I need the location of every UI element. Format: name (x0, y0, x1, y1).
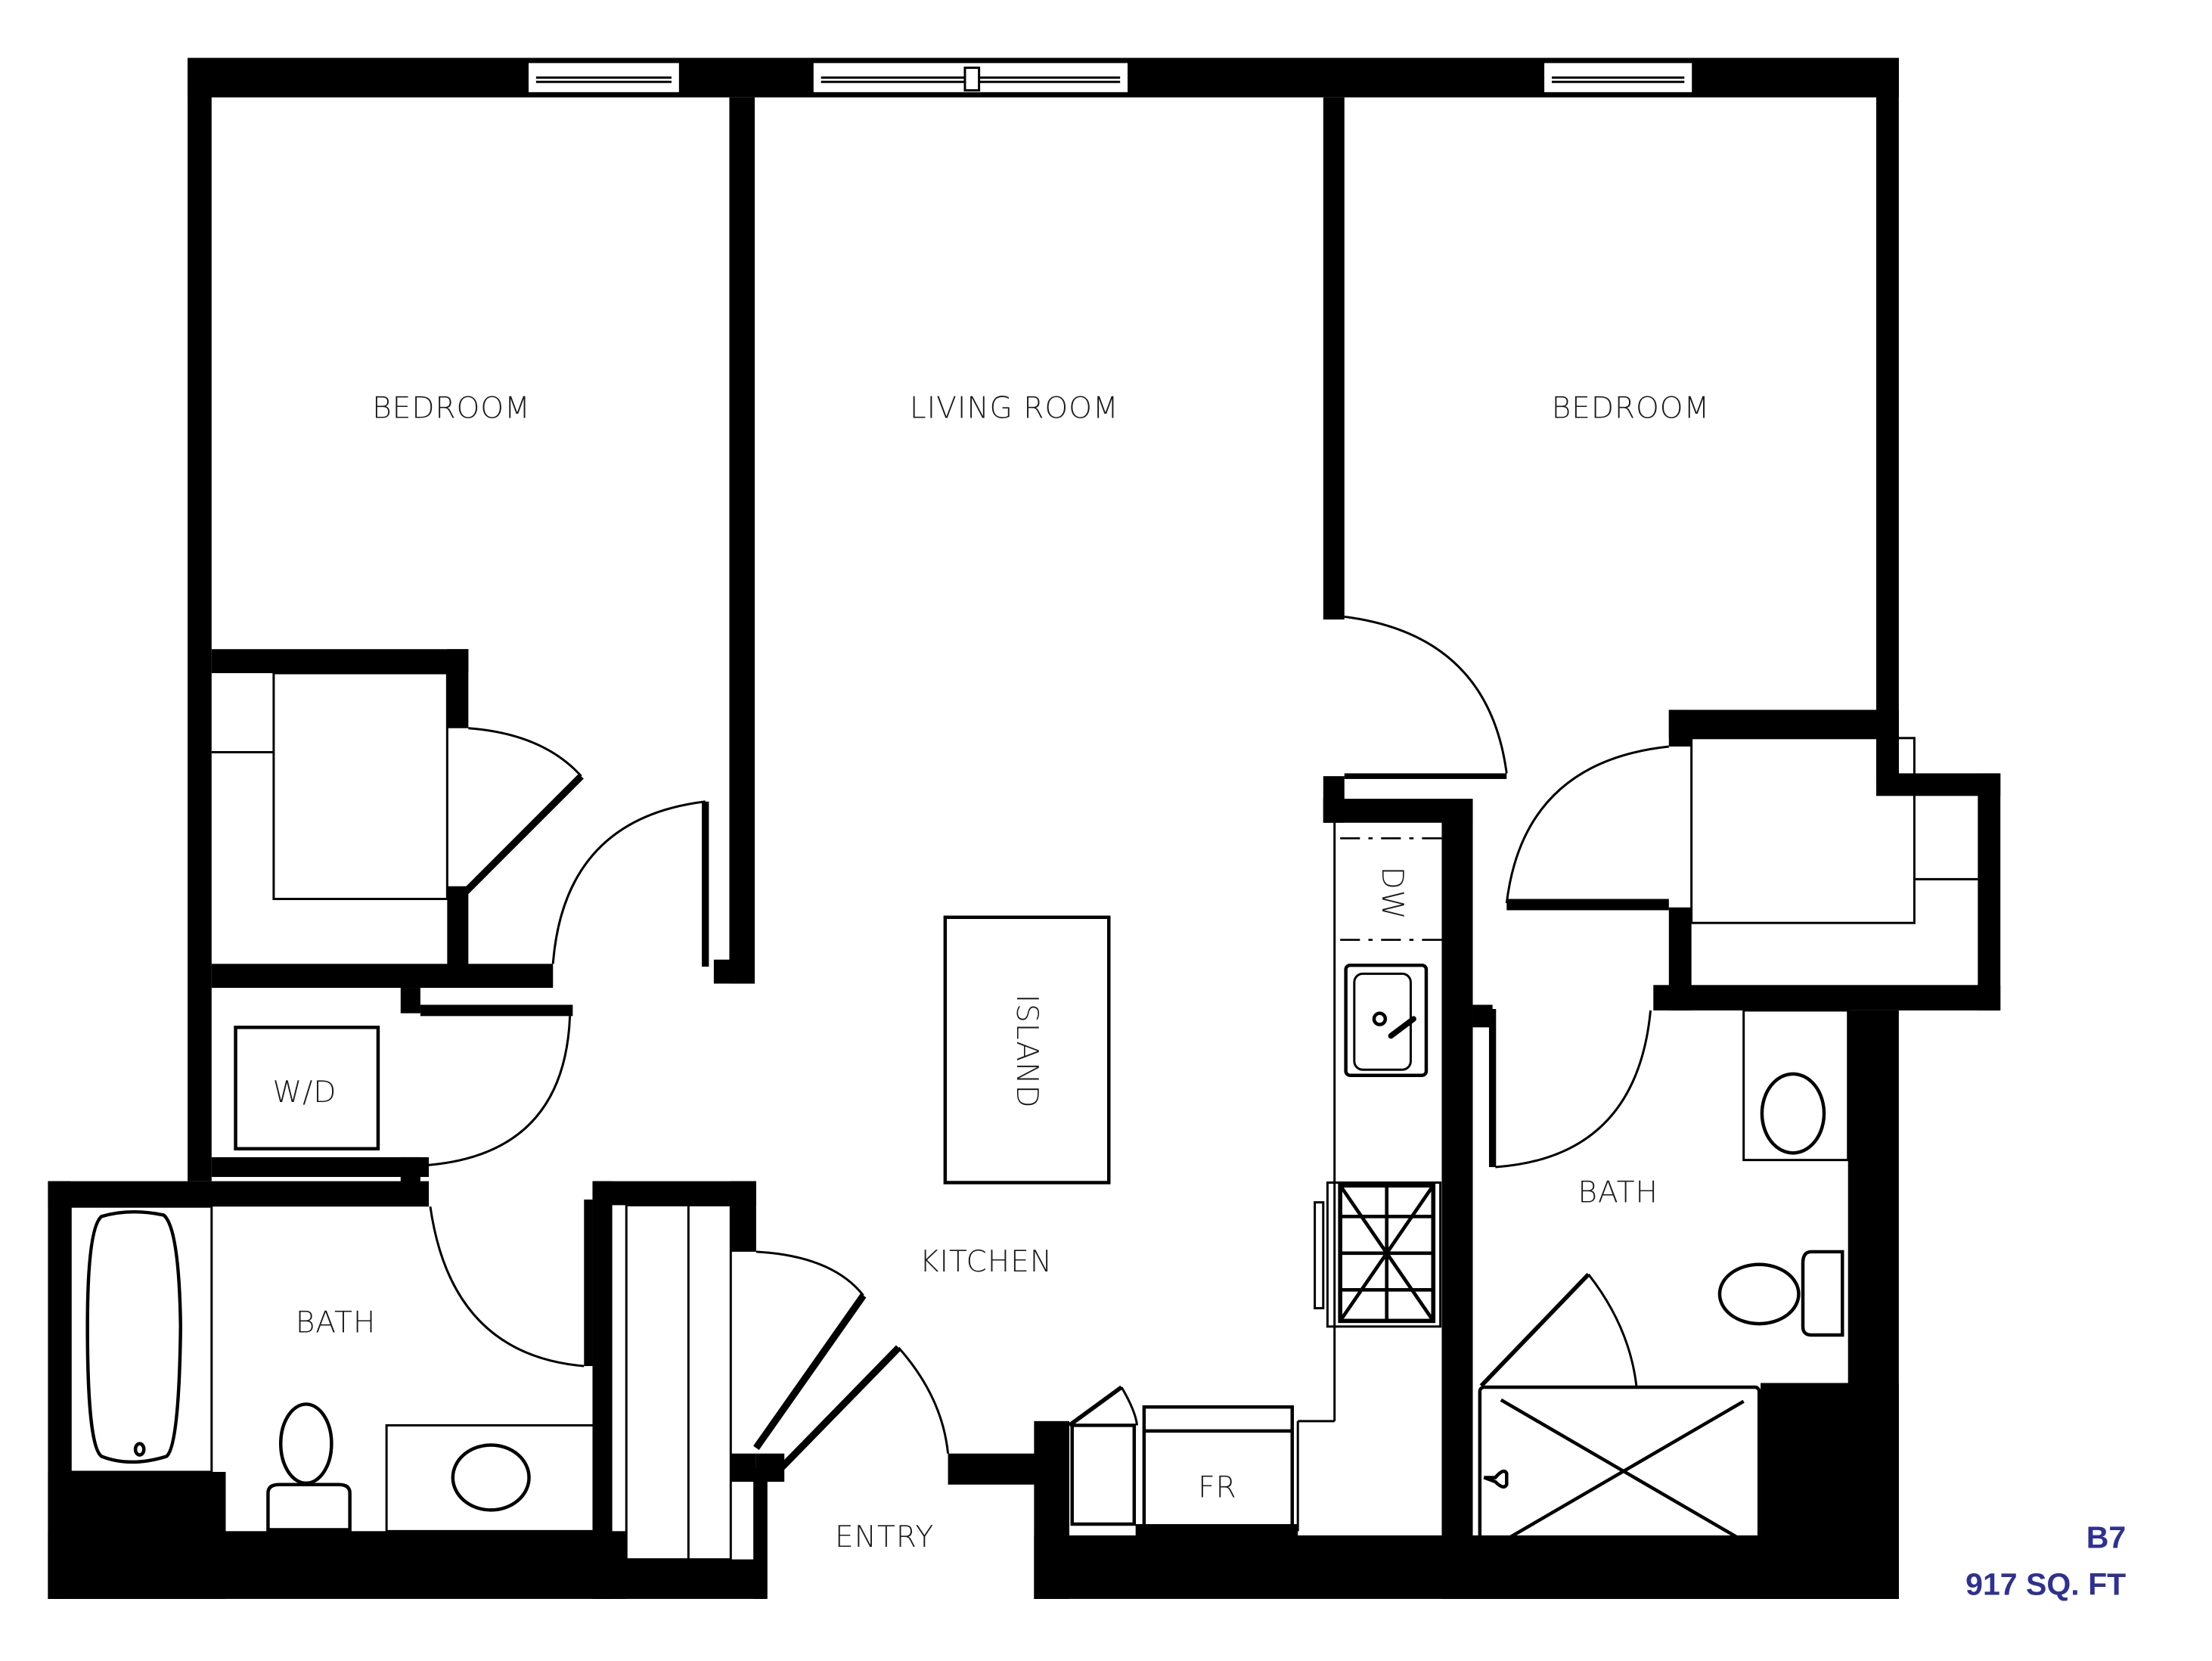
label-bedroom-left: BEDROOM (372, 391, 531, 425)
label-bath-left: BATH (296, 1306, 376, 1340)
fixtures (69, 672, 1978, 1564)
sink-icon (451, 1443, 531, 1512)
label-island: ISLAND (1010, 995, 1044, 1109)
label-fr: FR (1198, 1471, 1237, 1505)
unit-area: 917 SQ. FT (1965, 1566, 2126, 1601)
bathtub-icon (85, 1209, 183, 1464)
label-bath-right: BATH (1578, 1176, 1658, 1210)
unit-info: B7 917 SQ. FT (1965, 1520, 2126, 1602)
fridge-icon (1142, 1405, 1294, 1564)
label-bedroom-right: BEDROOM (1552, 391, 1711, 425)
sink-icon-right (1760, 1072, 1826, 1155)
stove-icon (1314, 1181, 1442, 1328)
walls (48, 57, 2001, 1599)
unit-name: B7 (2086, 1520, 2126, 1555)
room-labels: BEDROOM LIVING ROOM BEDROOM W/D ISLAND D… (273, 391, 1711, 1554)
island-icon (943, 915, 1111, 1184)
washer-dryer-icon (234, 1026, 380, 1150)
label-living-room: LIVING ROOM (910, 391, 1119, 425)
shower-icon (1478, 1385, 1761, 1559)
label-kitchen: KITCHEN (920, 1245, 1053, 1279)
label-wd: W/D (273, 1076, 337, 1110)
label-dw: DW (1375, 867, 1409, 921)
kitchen-sink-icon (1344, 963, 1429, 1077)
toilet-icon-right (1717, 1262, 1801, 1326)
toilet-icon (278, 1402, 334, 1486)
doors (420, 615, 1669, 1470)
label-entry: ENTRY (835, 1520, 934, 1554)
